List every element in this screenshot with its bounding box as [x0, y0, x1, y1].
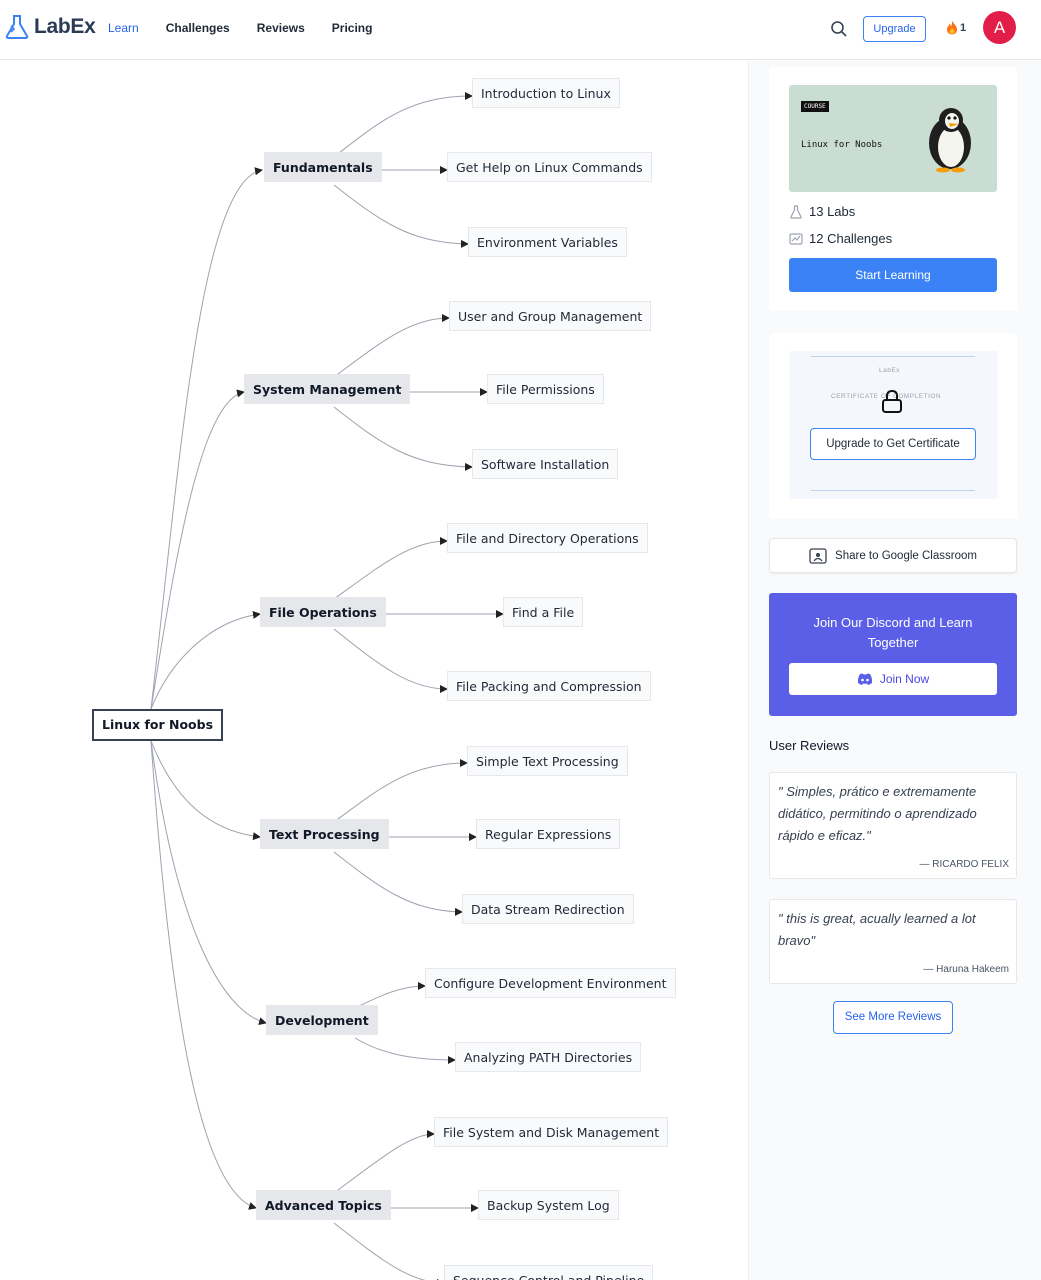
- mindmap-leaf-backup-log[interactable]: Backup System Log: [478, 1190, 619, 1220]
- search-icon[interactable]: [830, 20, 848, 38]
- cert-watermark: CERTIFICATE OF COMPLETION: [831, 393, 942, 400]
- mindmap-leaf-config-dev-env[interactable]: Configure Development Environment: [425, 968, 676, 998]
- labex-logo[interactable]: LabEx: [4, 14, 96, 40]
- review-author: — RICARDO FELIX: [919, 859, 1009, 870]
- penguin-icon: [929, 108, 971, 173]
- course-banner[interactable]: COURSE Linux for Noobs: [789, 85, 997, 192]
- user-avatar[interactable]: A: [983, 11, 1016, 44]
- mindmap-branch-development[interactable]: Development: [266, 1005, 378, 1035]
- upgrade-certificate-button[interactable]: Upgrade to Get Certificate: [810, 428, 976, 460]
- start-learning-button[interactable]: Start Learning: [789, 258, 997, 292]
- cert-logo-text: LabEx: [879, 367, 900, 374]
- nav-challenges[interactable]: Challenges: [165, 21, 230, 35]
- flask-icon: [5, 15, 29, 39]
- review-card: " this is great, acually learned a lot b…: [769, 899, 1017, 984]
- streak-count: 1: [960, 21, 967, 34]
- logo-text: LabEx: [34, 15, 96, 38]
- join-discord-button[interactable]: Join Now: [789, 663, 997, 695]
- discord-icon: [857, 673, 872, 685]
- course-mindmap: Linux for Noobs Fundamentals Introductio…: [0, 61, 748, 1280]
- mindmap-branch-advanced-topics[interactable]: Advanced Topics: [256, 1190, 391, 1220]
- flame-icon: [947, 20, 957, 35]
- mindmap-leaf-find-file[interactable]: Find a File: [503, 597, 584, 627]
- mindmap-leaf-software-install[interactable]: Software Installation: [472, 449, 619, 479]
- mindmap-leaf-intro-linux[interactable]: Introduction to Linux: [472, 78, 620, 108]
- mindmap-root-node[interactable]: Linux for Noobs: [92, 709, 224, 741]
- course-tag: COURSE: [801, 101, 829, 112]
- nav-learn[interactable]: Learn: [108, 21, 139, 35]
- course-card: COURSE Linux for Noobs 13 Labs: [769, 67, 1017, 311]
- share-google-classroom-button[interactable]: Share to Google Classroom: [769, 538, 1017, 573]
- join-label: Join Now: [879, 672, 930, 686]
- labs-count: 13 Labs: [809, 204, 856, 219]
- review-author: — Haruna Hakeem: [923, 964, 1009, 975]
- certificate-preview: LabEx CERTIFICATE OF COMPLETION Upgrade …: [789, 351, 997, 499]
- mindmap-leaf-fs-disk[interactable]: File System and Disk Management: [434, 1117, 669, 1147]
- mindmap-leaf-get-help[interactable]: Get Help on Linux Commands: [447, 152, 652, 182]
- course-sidebar: COURSE Linux for Noobs 13 Labs: [748, 61, 1041, 1280]
- mindmap-leaf-regex[interactable]: Regular Expressions: [476, 819, 621, 849]
- top-navbar: LabEx Learn Challenges Reviews Pricing U…: [0, 0, 1041, 60]
- nav-reviews[interactable]: Reviews: [256, 21, 305, 35]
- main-nav: Learn Challenges Reviews Pricing: [108, 21, 399, 35]
- mindmap-branch-text-processing[interactable]: Text Processing: [260, 819, 389, 849]
- mindmap-leaf-data-stream[interactable]: Data Stream Redirection: [462, 894, 634, 924]
- cert-top-line: [811, 356, 975, 357]
- mindmap-branch-file-operations[interactable]: File Operations: [260, 597, 386, 627]
- mindmap-leaf-file-packing[interactable]: File Packing and Compression: [447, 671, 651, 701]
- google-classroom-icon: [809, 547, 827, 564]
- review-text: " this is great, acually learned a lot b…: [778, 911, 976, 948]
- mindmap-leaf-file-permissions[interactable]: File Permissions: [487, 374, 604, 404]
- mindmap-leaf-env-vars[interactable]: Environment Variables: [468, 227, 627, 257]
- flask-outline-icon: [790, 204, 802, 219]
- review-text: " Simples, prático e extremamente didáti…: [778, 784, 977, 843]
- nav-pricing[interactable]: Pricing: [331, 21, 373, 35]
- labs-count-row: 13 Labs: [789, 204, 855, 219]
- certificate-card: LabEx CERTIFICATE OF COMPLETION Upgrade …: [769, 333, 1017, 519]
- mindmap-leaf-file-dir-ops[interactable]: File and Directory Operations: [447, 523, 648, 553]
- reviews-heading: User Reviews: [769, 738, 850, 753]
- upgrade-button[interactable]: Upgrade: [863, 16, 926, 42]
- discord-card: Join Our Discord and Learn Together Join…: [769, 593, 1017, 716]
- challenges-count: 12 Challenges: [809, 231, 893, 246]
- mindmap-leaf-user-group[interactable]: User and Group Management: [449, 301, 652, 331]
- share-label: Share to Google Classroom: [835, 549, 977, 562]
- cert-bottom-line: [811, 490, 975, 491]
- course-banner-title: Linux for Noobs: [801, 140, 883, 150]
- streak-counter[interactable]: 1: [946, 20, 966, 35]
- mindmap-connectors: [150, 92, 504, 1280]
- mindmap-leaf-sequence-pipeline[interactable]: Sequence Control and Pipeline: [444, 1265, 654, 1280]
- challenges-count-row: 12 Challenges: [789, 231, 892, 246]
- mindmap-leaf-simple-text[interactable]: Simple Text Processing: [467, 746, 628, 776]
- challenge-icon: [789, 232, 803, 245]
- discord-title: Join Our Discord and Learn Together: [813, 615, 973, 650]
- mindmap-branch-system-management[interactable]: System Management: [244, 374, 411, 404]
- mindmap-leaf-path-dirs[interactable]: Analyzing PATH Directories: [455, 1042, 642, 1072]
- mindmap-branch-fundamentals[interactable]: Fundamentals: [264, 152, 382, 182]
- see-more-reviews-button[interactable]: See More Reviews: [833, 1001, 953, 1034]
- review-card: " Simples, prático e extremamente didáti…: [769, 772, 1017, 879]
- lock-icon: [882, 389, 902, 413]
